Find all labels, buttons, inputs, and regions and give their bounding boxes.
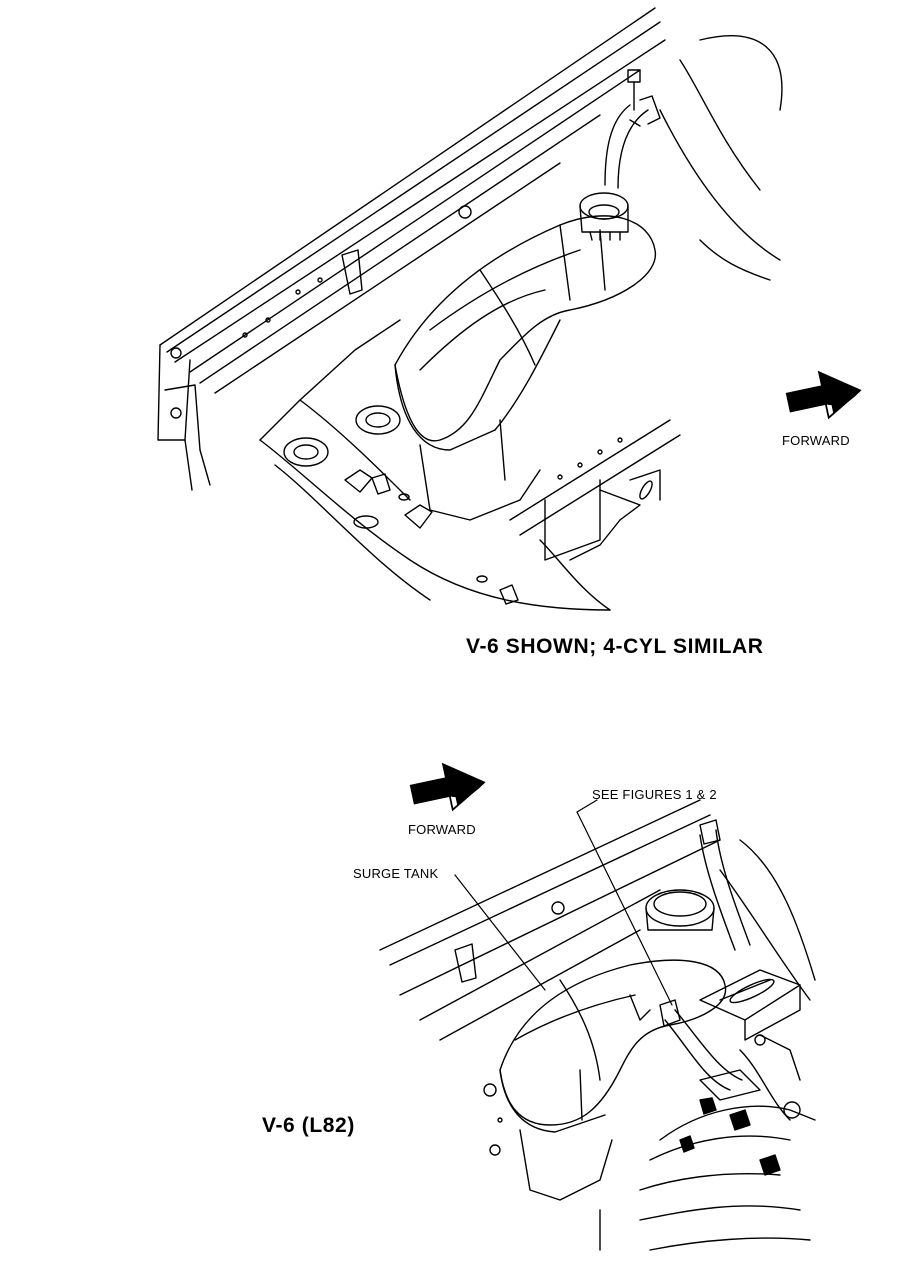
forward-arrow-icon <box>785 370 862 420</box>
bottom-engine-illustration <box>379 799 816 1251</box>
top-engine-illustration <box>157 7 783 611</box>
forward-arrow-icon-bottom <box>409 762 486 812</box>
forward-label-bottom: FORWARD <box>408 822 476 837</box>
see-figures-label: SEE FIGURES 1 & 2 <box>592 787 717 802</box>
top-figure-caption: V-6 SHOWN; 4-CYL SIMILAR <box>466 635 764 658</box>
bottom-figure-caption: V-6 (L82) <box>262 1114 355 1137</box>
forward-label-top: FORWARD <box>782 433 850 448</box>
surge-tank-label: SURGE TANK <box>353 866 439 881</box>
